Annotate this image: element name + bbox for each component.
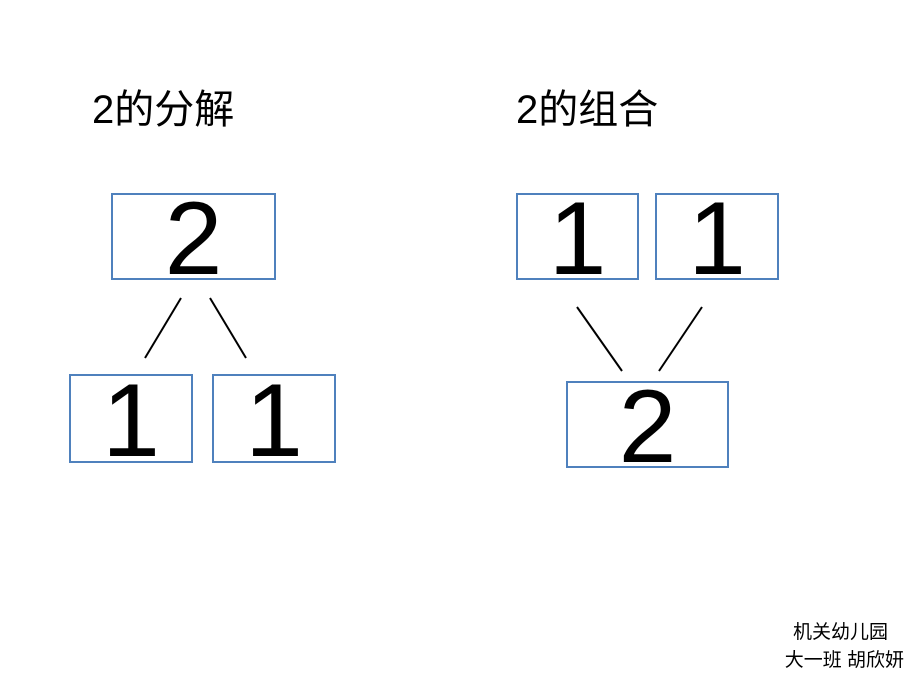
composition-line-right xyxy=(658,306,703,372)
decomposition-whole-box: 2 xyxy=(111,187,276,291)
composition-part-number: 1 xyxy=(688,180,746,297)
decomposition-whole-number: 2 xyxy=(164,180,223,297)
decomposition-part-number: 1 xyxy=(102,362,160,479)
footer-class-author: 大一班 胡欣妍 xyxy=(784,650,904,671)
composition-part-number: 1 xyxy=(548,180,607,297)
footer-school: 机关幼儿园 xyxy=(792,622,888,643)
composition-part-box-right: 1 xyxy=(655,187,779,291)
decomposition-part-number: 1 xyxy=(245,362,303,479)
decomposition-title: 2的分解 xyxy=(92,88,235,132)
decomposition-line-right xyxy=(209,297,247,359)
composition-line-left xyxy=(576,306,623,372)
composition-part-box-left: 1 xyxy=(516,187,639,291)
composition-whole-number: 2 xyxy=(618,368,677,485)
decomposition-part-box-right: 1 xyxy=(212,369,336,473)
decomposition-part-box-left: 1 xyxy=(69,369,193,473)
decomposition-line-left xyxy=(144,297,182,359)
composition-whole-box: 2 xyxy=(566,375,729,479)
composition-title: 2的组合 xyxy=(516,88,659,132)
